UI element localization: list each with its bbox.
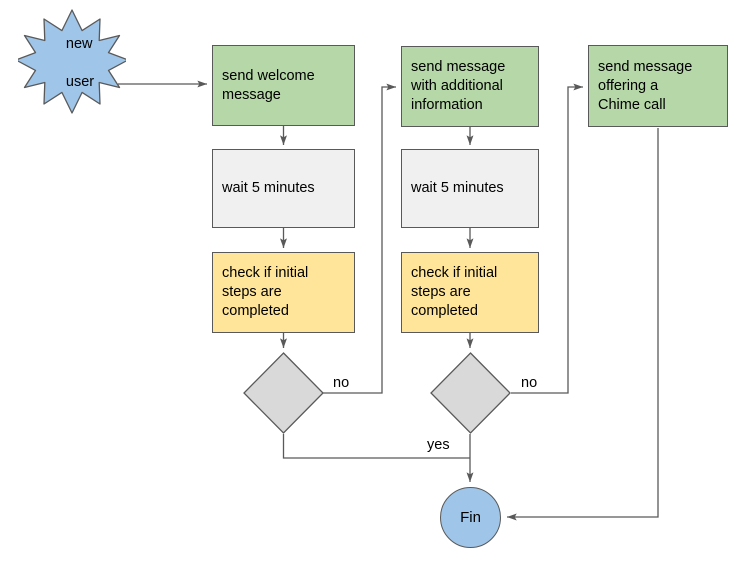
node-wait-5-minutes-2-label: wait 5 minutes xyxy=(411,180,504,196)
edge-label-yes-1: yes xyxy=(427,437,450,453)
node-wait-5-minutes-2[interactable]: wait 5 minutes xyxy=(401,149,539,228)
node-fin[interactable]: Fin xyxy=(440,487,501,548)
node-send-welcome-message[interactable]: send welcome message xyxy=(212,45,355,126)
edge-decision1-no-to-additional xyxy=(323,83,397,394)
node-check-initial-steps-2[interactable]: check if initial steps are completed xyxy=(401,252,539,333)
node-check-initial-steps-1-label: check if initial steps are completed xyxy=(222,265,309,319)
diamond-shape-1 xyxy=(243,352,324,434)
node-decision-2[interactable] xyxy=(430,352,511,434)
edge-label-no-2: no xyxy=(521,375,538,391)
node-new-user[interactable]: new user xyxy=(15,8,129,118)
node-fin-label: Fin xyxy=(460,509,481,526)
star-shape xyxy=(15,9,129,114)
node-decision-1[interactable] xyxy=(243,352,324,434)
node-wait-5-minutes-1[interactable]: wait 5 minutes xyxy=(212,149,355,228)
node-send-chime-call-offer-label: send message offering a Chime call xyxy=(598,58,693,113)
edge-decision1-to-fin xyxy=(282,434,470,459)
node-send-additional-information[interactable]: send message with additional information xyxy=(401,46,539,127)
edge-chime-to-fin xyxy=(506,128,659,521)
edge-label-no-1: no xyxy=(333,375,350,391)
diamond-shape-2 xyxy=(430,352,511,434)
node-send-chime-call-offer[interactable]: send message offering a Chime call xyxy=(588,45,728,127)
node-wait-5-minutes-1-label: wait 5 minutes xyxy=(222,180,315,196)
node-send-welcome-message-label: send welcome message xyxy=(222,67,315,103)
edge-decision2-no-to-chime xyxy=(511,83,584,394)
node-send-additional-information-label: send message with additional information xyxy=(411,59,506,113)
node-check-initial-steps-1[interactable]: check if initial steps are completed xyxy=(212,252,355,333)
node-check-initial-steps-2-label: check if initial steps are completed xyxy=(411,265,498,319)
